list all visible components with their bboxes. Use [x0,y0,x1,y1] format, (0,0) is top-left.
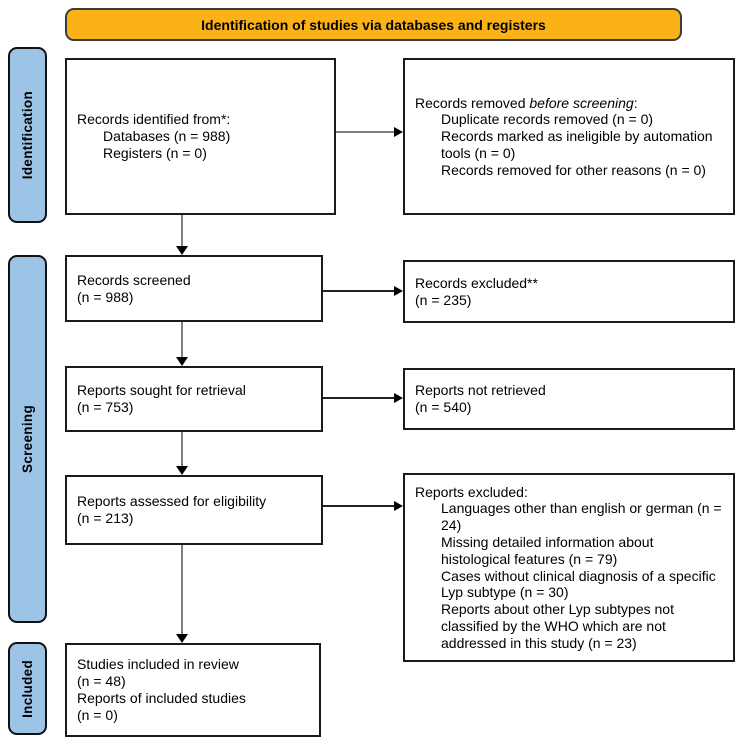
diagram-header-title: Identification of studies via databases … [201,16,546,33]
reports-excluded-missing-info: Missing detailed information about histo… [441,533,654,567]
records-removed-other: Records removed for other reasons (n = 0… [441,161,706,178]
records-identified-databases: Databases (n = 988) [103,128,231,145]
arrow-down-screened-to-sought [176,322,188,366]
reports-not-retrieved-line2: (n = 540) [415,399,472,415]
studies-included-line1: Studies included in review [77,656,239,673]
records-removed-title: Records removed before screening: [415,94,638,111]
records-identified-title: Records identified from*: [77,111,231,128]
studies-included-line3: Reports of included studies [77,690,246,706]
arrow-down-assessed-to-included [176,545,188,643]
records-excluded-line2: (n = 235) [415,291,472,308]
records-screened-line1: Records screened [77,271,191,288]
arrow-right-identified-to-removed [336,127,403,137]
records-excluded-line1: Records excluded** [415,274,538,291]
records-removed-title-italic: before screening [529,94,634,111]
box-reports-sought: Reports sought for retrieval (n = 753) [65,366,323,432]
studies-included-line2: (n = 48) [77,673,126,690]
stage-included-label: Included [20,659,35,718]
stage-screening-label: Screening [20,405,35,473]
records-removed-automation: Records marked as ineligible by automati… [441,128,713,161]
diagram-header: Identification of studies via databases … [65,8,682,41]
box-records-removed: Records removed before screening: Duplic… [403,58,735,215]
arrow-right-sought-to-not-retrieved [323,393,403,403]
box-studies-included: Studies included in review (n = 48) Repo… [65,643,321,737]
reports-excluded-other-subtypes: Reports about other Lyp subtypes not cla… [441,601,674,651]
box-records-identified: Records identified from*: Databases (n =… [65,58,336,215]
records-identified-registers: Registers (n = 0) [103,144,207,161]
stage-screening: Screening [8,255,47,623]
reports-assessed-line1: Reports assessed for eligibility [77,493,267,510]
arrow-right-assessed-to-reports-excluded [323,501,403,511]
reports-not-retrieved-line1: Reports not retrieved [415,382,546,399]
stage-identification: Identification [8,47,47,223]
box-reports-not-retrieved: Reports not retrieved (n = 540) [403,368,735,430]
stage-identification-label: Identification [20,90,35,180]
arrow-right-screened-to-excluded [323,286,403,296]
reports-assessed-line2: (n = 213) [77,510,134,526]
reports-sought-line2: (n = 753) [77,399,134,415]
reports-excluded-no-diagnosis: Cases without clinical diagnosis of a sp… [441,567,716,601]
studies-included-line4: (n = 0) [77,706,118,723]
arrow-down-identified-to-screened [176,215,188,255]
stage-included: Included [8,642,47,735]
reports-sought-line1: Reports sought for retrieval [77,382,246,399]
arrow-down-sought-to-assessed [176,432,188,475]
reports-excluded-languages: Languages other than english or german (… [441,500,722,534]
box-reports-excluded: Reports excluded: Languages other than e… [403,473,735,662]
reports-excluded-title: Reports excluded: [415,483,528,500]
records-removed-duplicates: Duplicate records removed (n = 0) [441,111,654,128]
box-reports-assessed: Reports assessed for eligibility (n = 21… [65,475,323,545]
box-records-screened: Records screened (n = 988) [65,255,323,322]
records-screened-line2: (n = 988) [77,288,134,305]
box-records-excluded: Records excluded** (n = 235) [403,260,735,323]
